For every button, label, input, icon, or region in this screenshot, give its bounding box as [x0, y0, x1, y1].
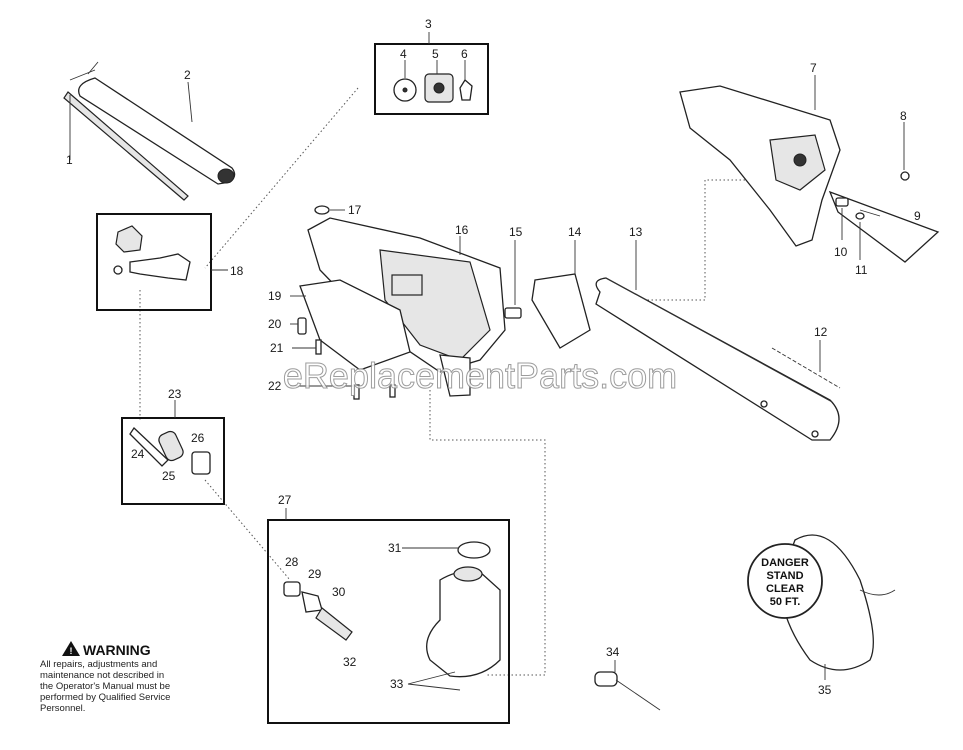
warning-line-2: maintenance not described in — [40, 670, 164, 681]
callout-15: 15 — [509, 225, 523, 239]
callout-4: 4 — [400, 47, 407, 61]
callout-26: 26 — [191, 431, 205, 445]
watermark-text: eReplacementParts.com — [283, 355, 677, 396]
danger-line-2: STAND — [766, 570, 803, 582]
callout-25: 25 — [162, 469, 176, 483]
callout-17: 17 — [348, 203, 362, 217]
danger-line-4: 50 FT. — [770, 596, 801, 608]
part-chain — [771, 340, 841, 389]
danger-line-1: DANGER — [761, 557, 809, 569]
callout-2: 2 — [184, 68, 191, 82]
warning-triangle-icon — [62, 641, 80, 656]
callout-1: 1 — [66, 153, 73, 167]
part-wrench — [594, 660, 661, 711]
callout-10: 10 — [834, 245, 848, 259]
callout-34: 34 — [606, 645, 620, 659]
callout-labels: 1 2 3 4 5 6 7 8 9 10 11 12 13 14 15 16 1… — [66, 17, 921, 697]
svg-text:!: ! — [70, 646, 73, 656]
warning-line-4: performed by Qualified Service — [40, 692, 170, 703]
warning-line-1: All repairs, adjustments and — [40, 659, 157, 670]
callout-33: 33 — [390, 677, 404, 691]
callout-24: 24 — [131, 447, 145, 461]
callout-9: 9 — [914, 209, 921, 223]
callout-16: 16 — [455, 223, 469, 237]
part-guard-plate — [531, 240, 591, 349]
part-housing — [290, 205, 522, 400]
callout-18: 18 — [230, 264, 244, 278]
kit-box-23 — [121, 400, 225, 505]
callout-7: 7 — [810, 61, 817, 75]
callout-22: 22 — [268, 379, 282, 393]
callout-32: 32 — [343, 655, 357, 669]
callout-30: 30 — [332, 585, 346, 599]
warning-notice: ! WARNING All repairs, adjustments and m… — [40, 641, 170, 714]
warning-line-3: the Operator's Manual must be — [40, 681, 170, 692]
warning-title: WARNING — [83, 642, 151, 658]
callout-5: 5 — [432, 47, 439, 61]
callout-31: 31 — [388, 541, 402, 555]
callout-12: 12 — [814, 325, 828, 339]
danger-line-3: CLEAR — [766, 583, 804, 595]
callout-23: 23 — [168, 387, 182, 401]
part-guide-bar — [595, 240, 840, 441]
callout-11: 11 — [855, 263, 868, 277]
part-shaft-tube — [63, 61, 236, 201]
callout-28: 28 — [285, 555, 299, 569]
kit-box-18 — [96, 213, 228, 311]
callout-21: 21 — [270, 341, 284, 355]
callout-27: 27 — [278, 493, 292, 507]
connector-lines — [139, 87, 805, 676]
danger-sign: DANGER STAND CLEAR 50 FT. — [747, 543, 823, 619]
warning-line-5: Personnel. — [40, 703, 85, 714]
callout-19: 19 — [268, 289, 282, 303]
callout-14: 14 — [568, 225, 582, 239]
callout-8: 8 — [900, 109, 907, 123]
callout-20: 20 — [268, 317, 282, 331]
kit-box-27 — [267, 508, 510, 724]
callout-35: 35 — [818, 683, 832, 697]
callout-6: 6 — [461, 47, 468, 61]
part-cover — [679, 75, 940, 263]
callout-29: 29 — [308, 567, 322, 581]
callout-13: 13 — [629, 225, 643, 239]
callout-3: 3 — [425, 17, 432, 31]
kit-box-3 — [374, 32, 489, 115]
